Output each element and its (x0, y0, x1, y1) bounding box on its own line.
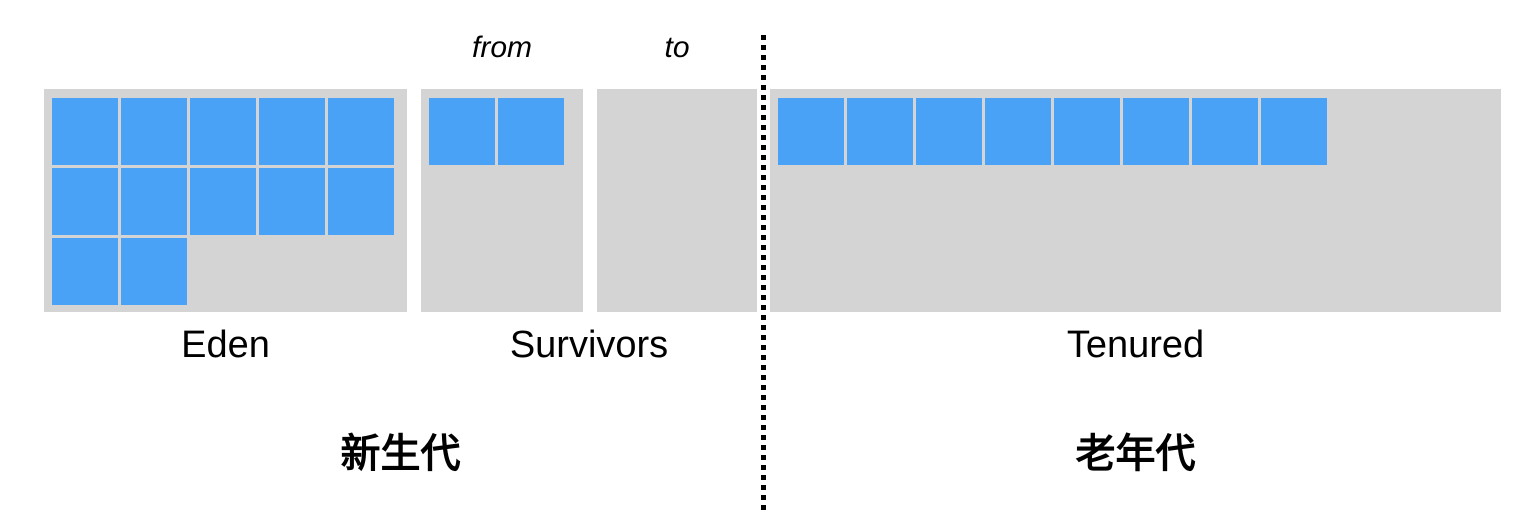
memory-block (328, 168, 394, 235)
eden-blocks-container (52, 98, 399, 305)
memory-block (778, 98, 844, 165)
memory-block (190, 168, 256, 235)
memory-block (1123, 98, 1189, 165)
memory-block (847, 98, 913, 165)
memory-block (190, 98, 256, 165)
region-survivor-from (421, 89, 583, 312)
memory-block (52, 98, 118, 165)
region-label-survivors: Survivors (509, 324, 669, 366)
memory-block (1192, 98, 1258, 165)
memory-block (328, 98, 394, 165)
survivor-to-blocks-container (605, 98, 749, 303)
tenured-blocks-container (778, 98, 1493, 303)
memory-block (259, 168, 325, 235)
memory-block (1261, 98, 1327, 165)
memory-block (52, 168, 118, 235)
region-eden (44, 89, 407, 312)
survivor-to-label: to (664, 31, 690, 64)
memory-block (985, 98, 1051, 165)
memory-block (498, 98, 564, 165)
memory-block (121, 238, 187, 305)
survivor-from-blocks-container (429, 98, 575, 303)
memory-block (52, 238, 118, 305)
region-label-eden: Eden (181, 324, 270, 366)
region-survivor-to (597, 89, 757, 312)
region-tenured (770, 89, 1501, 312)
memory-block (121, 98, 187, 165)
memory-block (1054, 98, 1120, 165)
memory-block (429, 98, 495, 165)
survivor-from-label: from (472, 31, 532, 64)
memory-block (259, 98, 325, 165)
generation-label-young: 新生代 (340, 432, 461, 476)
region-label-tenured: Tenured (1066, 324, 1205, 366)
generation-divider-dotted-line (761, 35, 766, 512)
memory-block (121, 168, 187, 235)
memory-block (916, 98, 982, 165)
generation-label-old: 老年代 (1075, 432, 1196, 476)
